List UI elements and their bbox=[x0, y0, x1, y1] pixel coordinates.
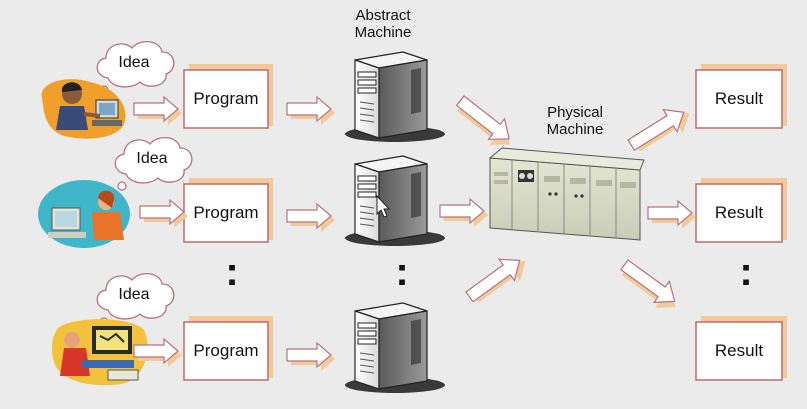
arrow-icon bbox=[647, 200, 697, 230]
server-tower-icon bbox=[344, 155, 446, 247]
arrow-icon bbox=[286, 342, 336, 372]
arrow-icon bbox=[133, 96, 183, 126]
program-box-1 bbox=[183, 64, 273, 129]
program-box-3 bbox=[183, 316, 273, 381]
result-label-1: Result bbox=[714, 89, 764, 108]
abstract-machine-heading: Abstract Machine bbox=[354, 7, 412, 41]
program-label-1: Program bbox=[193, 89, 259, 108]
mainframe-icon bbox=[488, 147, 645, 241]
result-label-2: Result bbox=[714, 203, 764, 222]
result-label-3: Result bbox=[714, 341, 764, 360]
result-box-2 bbox=[695, 178, 787, 243]
server-tower-icon bbox=[344, 302, 446, 394]
person-at-computer-icon bbox=[41, 79, 126, 139]
arrow-icon bbox=[449, 89, 521, 156]
arrow-icon bbox=[139, 199, 189, 229]
arrow-icon bbox=[286, 203, 336, 233]
arrow-icon bbox=[613, 253, 687, 319]
person-at-computer-icon bbox=[38, 180, 130, 248]
server-tower-icon bbox=[344, 51, 446, 143]
idea-label-3: Idea bbox=[118, 286, 150, 303]
idea-label-1: Idea bbox=[118, 54, 150, 71]
idea-label-2: Idea bbox=[136, 150, 168, 167]
ellipsis-servers: : bbox=[395, 250, 409, 294]
arrow-icon bbox=[623, 98, 697, 161]
physical-machine-label: Physical Machine bbox=[546, 104, 604, 138]
cursor-icon bbox=[376, 194, 391, 218]
result-box-3 bbox=[695, 316, 787, 381]
program-label-2: Program bbox=[193, 203, 259, 222]
arrow-icon bbox=[461, 246, 534, 312]
program-label-3: Program bbox=[193, 341, 259, 360]
ellipsis-programs: : bbox=[225, 250, 239, 294]
person-at-computer-icon bbox=[51, 319, 148, 386]
arrow-icon bbox=[439, 198, 489, 228]
ellipsis-results: : bbox=[739, 250, 753, 294]
result-box-1 bbox=[695, 64, 787, 129]
arrow-icon bbox=[286, 96, 336, 126]
